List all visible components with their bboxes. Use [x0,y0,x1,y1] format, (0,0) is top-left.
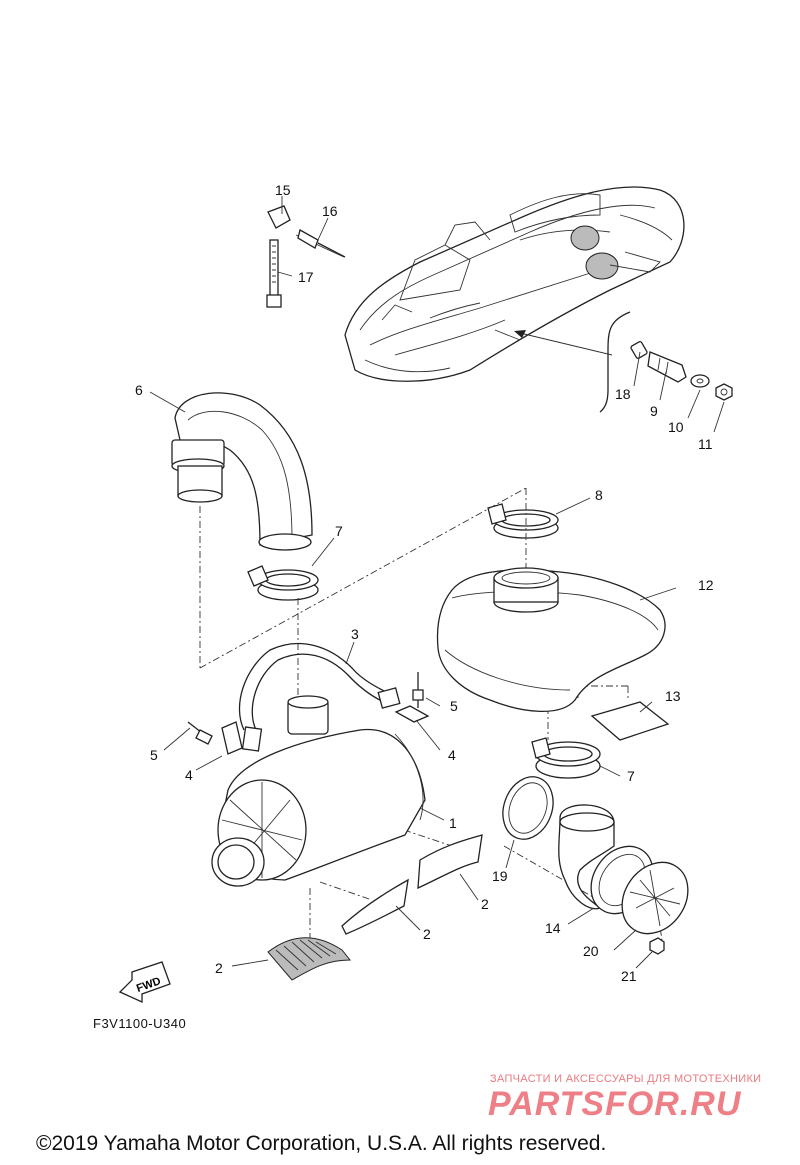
tie-wrap-parts [266,205,346,308]
callout-12: 12 [698,577,714,593]
intake-silencer [211,695,426,887]
callout-11: 11 [698,436,713,452]
callout-21: 21 [621,968,637,984]
brackets-and-bolts [187,672,430,755]
callout-1: 1 [449,815,457,831]
callout-5-right: 5 [450,698,458,714]
watermark-logo: PARTSFOR.RU [488,1085,742,1123]
hose-clamp-8 [487,503,559,539]
vent-fitting-parts [630,341,733,401]
callout-14: 14 [545,920,561,936]
callout-5-left: 5 [150,747,158,763]
callout-7-upper: 7 [335,523,343,539]
hose-clamp-upper [247,565,319,601]
callout-4-left: 4 [185,767,193,783]
pad-13 [590,701,670,741]
intake-duct [171,392,313,551]
watercraft-drawing [344,186,685,382]
watermark-tagline: ЗАПЧАСТИ И АКСЕССУАРЫ ДЛЯ МОТОТЕХНИКИ [490,1073,762,1085]
copyright-notice: ©2019 Yamaha Motor Corporation, U.S.A. A… [36,1132,607,1155]
callout-2-middle: 2 [423,926,431,942]
vent-fitting-leader [514,311,631,413]
mounting-plates [267,834,483,981]
callout-2-right: 2 [481,896,489,912]
fwd-arrow-icon: FWD [118,961,171,1004]
callout-3: 3 [351,626,359,642]
callout-8: 8 [595,487,603,503]
callout-17: 17 [298,269,314,285]
callout-13: 13 [665,688,681,704]
assembly-leader-lines [199,487,663,941]
callout-2-left: 2 [215,960,223,976]
callout-15: 15 [275,182,291,198]
plenum-chamber [436,567,666,712]
diagram-code: F3V1100-U340 [93,1016,187,1031]
callout-18: 18 [615,386,631,402]
callout-9: 9 [650,403,658,419]
band-strap [238,642,401,752]
callout-16: 16 [322,203,338,219]
callout-20: 20 [583,943,599,959]
callout-19: 19 [492,868,508,884]
callout-leaders [149,196,725,969]
lower-duct-parts [502,737,689,955]
callout-4-right: 4 [448,747,456,763]
callout-6: 6 [135,382,143,398]
callout-10: 10 [668,419,684,435]
callout-7-lower: 7 [627,768,635,784]
